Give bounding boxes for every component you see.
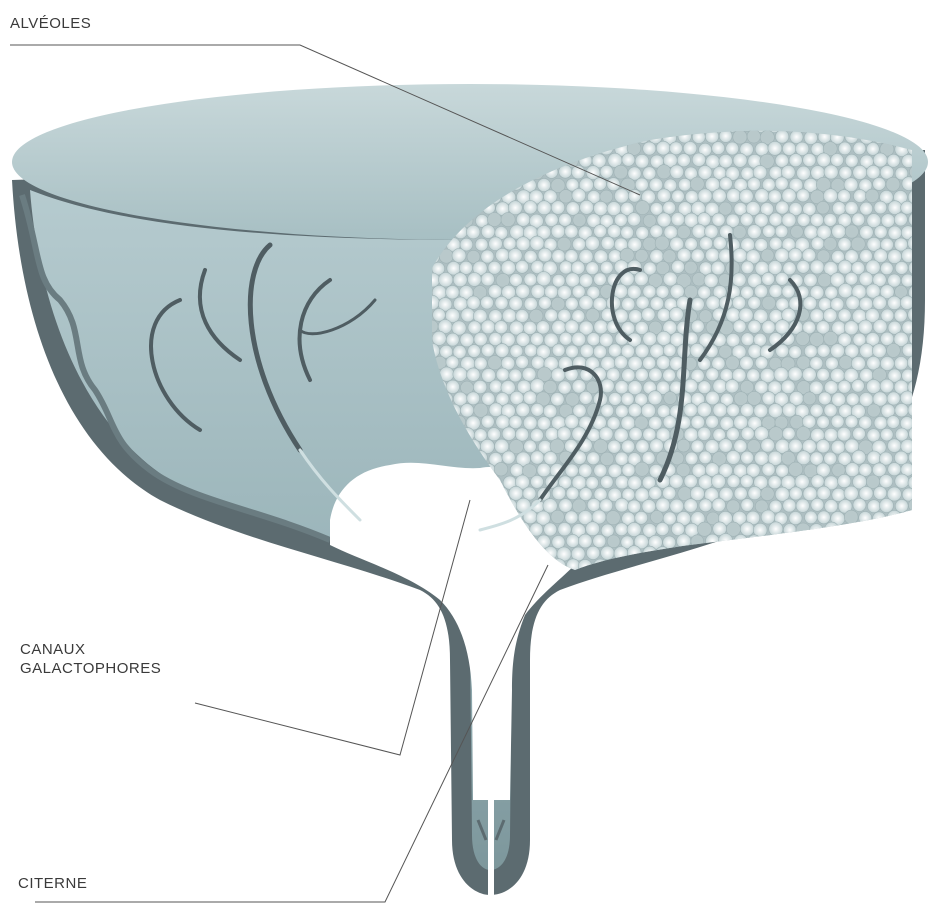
label-canaux-line1: CANAUX (20, 640, 161, 659)
label-canaux-galactophores: CANAUX GALACTOPHORES (20, 640, 161, 678)
label-alveoles: ALVÉOLES (10, 14, 91, 33)
label-canaux-line2: GALACTOPHORES (20, 659, 161, 678)
label-alveoles-text: ALVÉOLES (10, 15, 91, 32)
label-citerne-text: CITERNE (18, 875, 87, 892)
label-citerne: CITERNE (18, 874, 87, 893)
